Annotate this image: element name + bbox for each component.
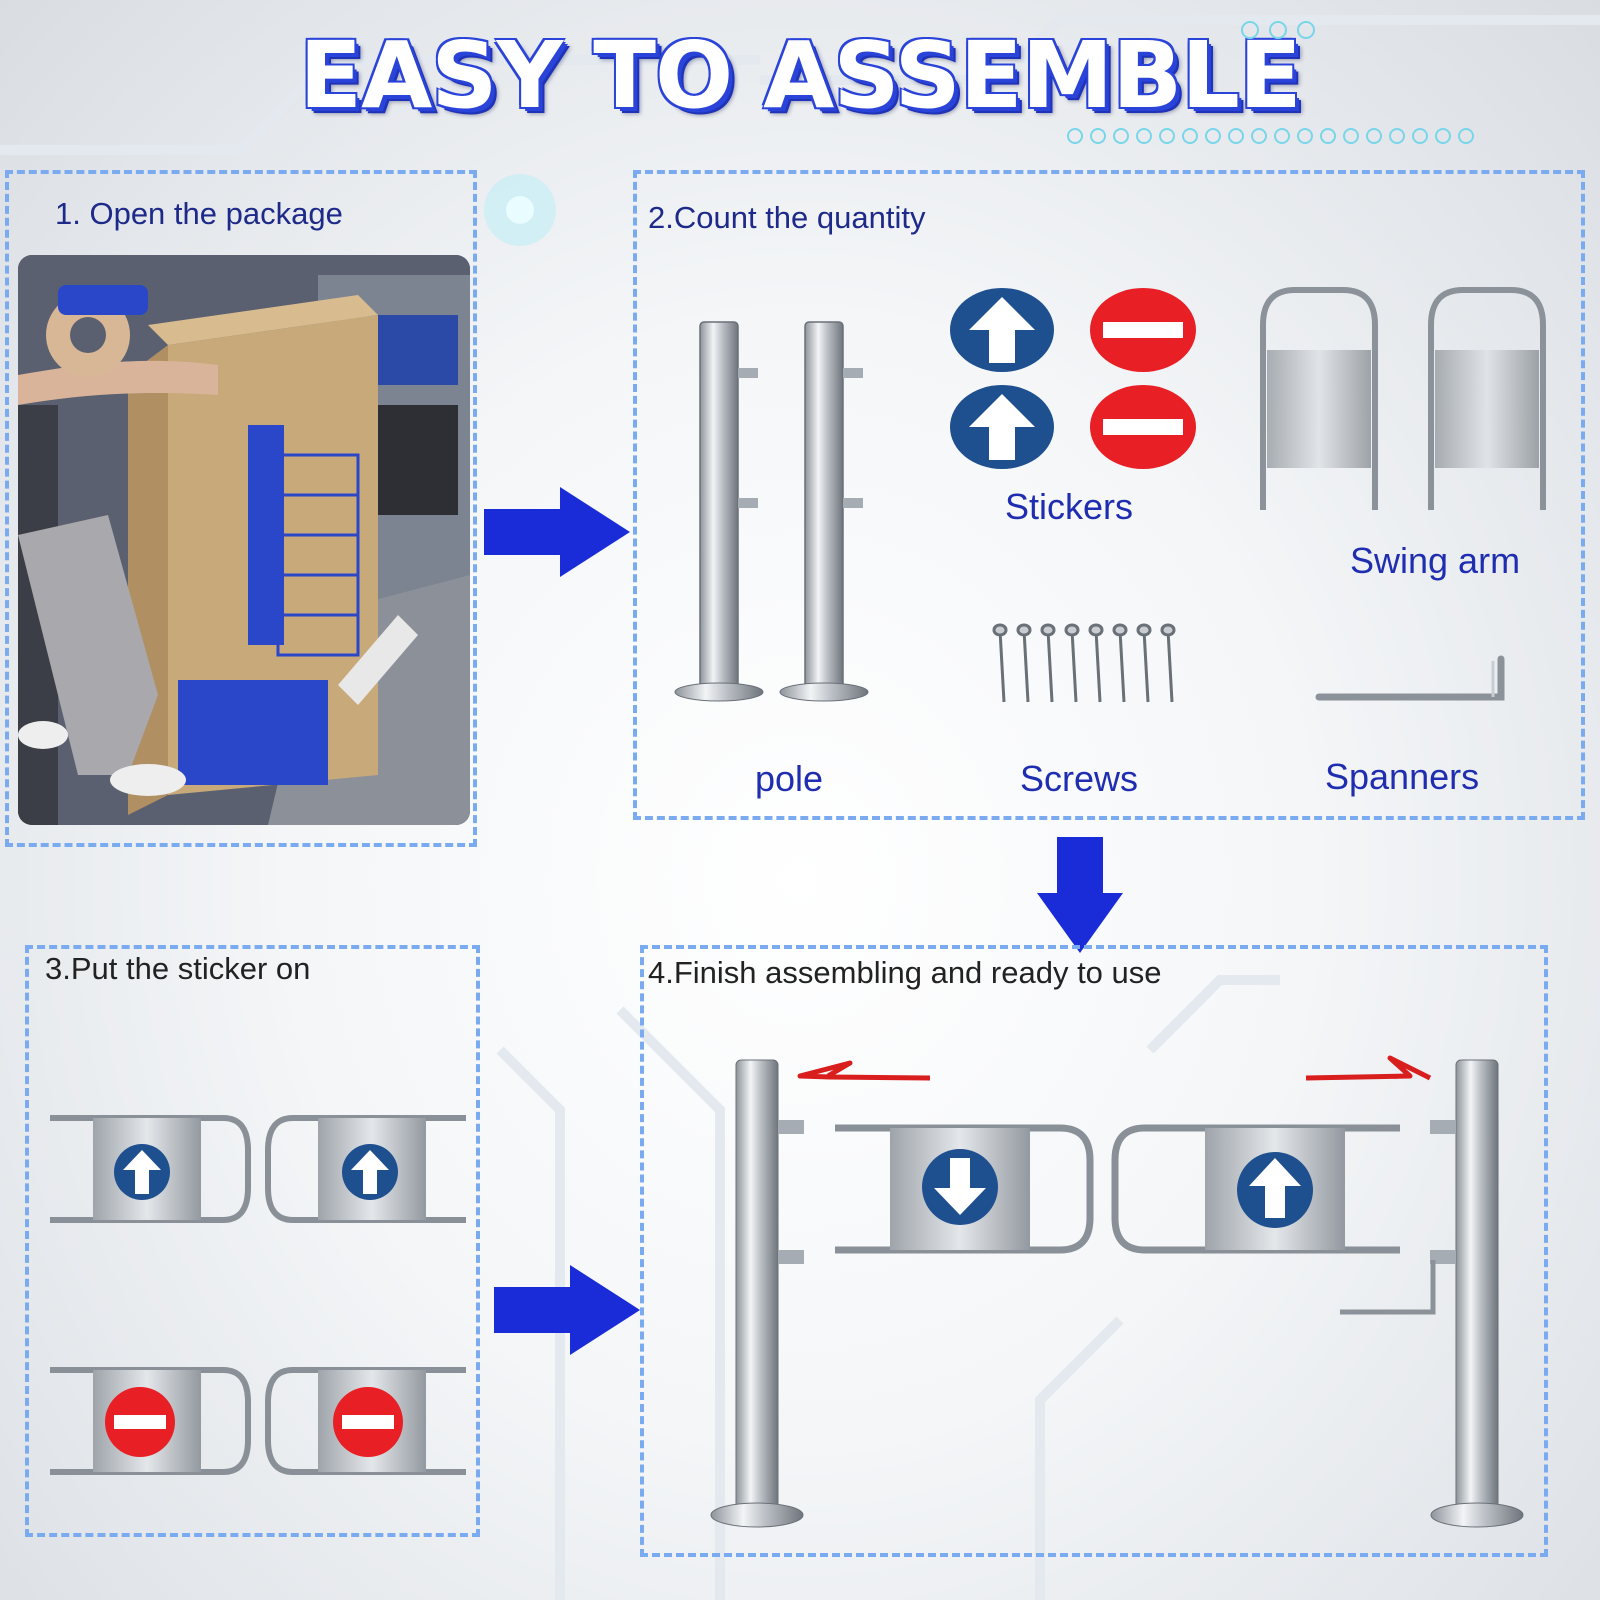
swing-arm-label: Swing arm	[1350, 540, 1521, 581]
assembled-gate-illustration	[710, 1055, 1524, 1528]
stickers-label: Stickers	[1005, 486, 1134, 527]
package-photo	[18, 255, 470, 825]
decorative-dots-top	[1241, 21, 1315, 39]
arrow-up-sticker-icon	[950, 288, 1054, 372]
no-entry-sticker-icon	[1090, 288, 1196, 372]
page-title: EASY TO ASSEMBLE	[299, 22, 1302, 129]
spanners-label: Spanners	[1325, 756, 1480, 797]
arrow-right-icon	[484, 487, 630, 577]
swing-direction-arrow-icon	[797, 1060, 931, 1081]
arrow-up-sticker-icon	[950, 385, 1054, 469]
sticker-placement-illustration	[50, 1115, 466, 1475]
swing-arm-parts-illustration	[1260, 287, 1546, 510]
pole-label: pole	[755, 758, 824, 799]
step-2-panel	[633, 170, 1585, 820]
arrow-right-icon	[494, 1265, 640, 1355]
arrow-down-sticker-icon	[922, 1149, 998, 1225]
pole-parts-illustration	[674, 321, 869, 702]
stickers-parts-illustration	[950, 288, 1196, 469]
step-4-title: 4.Finish assembling and ready to use	[648, 955, 1162, 990]
arrow-down-icon	[1037, 837, 1123, 953]
unboxing-illustration	[18, 255, 470, 825]
swing-direction-arrow-icon	[1305, 1055, 1432, 1081]
screws-parts-illustration	[992, 623, 1176, 703]
no-entry-sticker-icon	[105, 1387, 175, 1457]
step-1-panel	[5, 170, 477, 847]
decorative-dots-row	[1067, 128, 1474, 144]
step-3-panel	[25, 945, 480, 1537]
screws-label: Screws	[1020, 758, 1139, 799]
step-1-title: 1. Open the package	[55, 196, 343, 231]
arrow-up-sticker-icon	[114, 1144, 170, 1200]
step-3-title: 3.Put the sticker on	[45, 951, 311, 986]
no-entry-sticker-icon	[333, 1387, 403, 1457]
step-2-title: 2.Count the quantity	[648, 200, 926, 235]
spanner-parts-illustration	[1315, 655, 1505, 701]
step-4-panel	[640, 945, 1548, 1557]
arrow-up-sticker-icon	[342, 1144, 398, 1200]
arrow-up-sticker-icon	[1237, 1152, 1313, 1228]
no-entry-sticker-icon	[1090, 385, 1196, 469]
